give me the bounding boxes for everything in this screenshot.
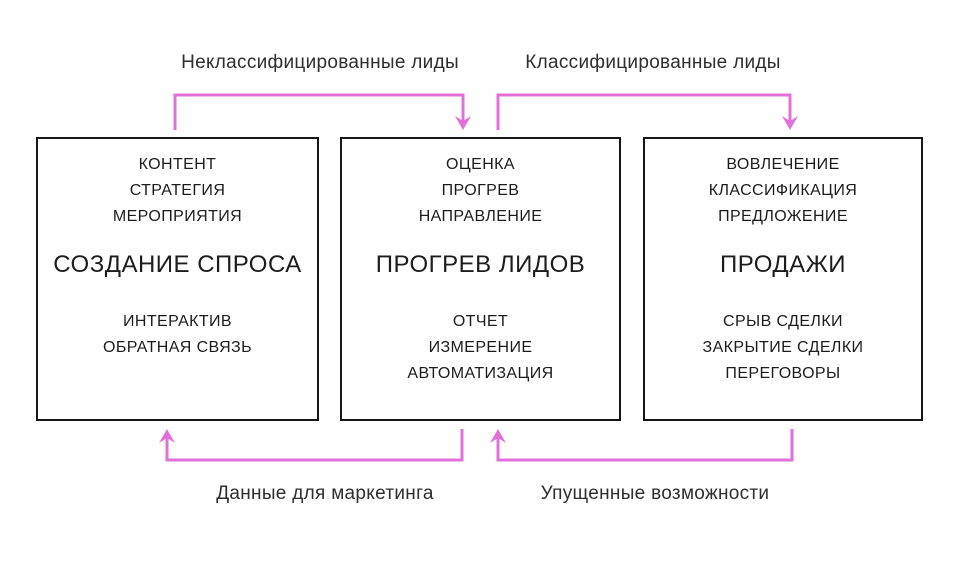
box-item: ПРОГРЕВ [441, 182, 520, 199]
box-item: СТРАТЕГИЯ [129, 182, 226, 199]
box-item: ИЗМЕРЕНИЕ [428, 339, 533, 356]
box-item: ОТЧЕТ [452, 313, 509, 330]
box-lead-nurturing: ОЦЕНКА ПРОГРЕВ НАПРАВЛЕНИЕ ПРОГРЕВ ЛИДОВ… [340, 137, 621, 421]
box-demand-generation: КОНТЕНТ СТРАТЕГИЯ МЕРОПРИЯТИЯ СОЗДАНИЕ С… [36, 137, 319, 421]
box-item: КЛАССИФИКАЦИЯ [708, 182, 858, 199]
arrowhead-up-icon [159, 429, 175, 443]
box-bottom-items: ОТЧЕТ ИЗМЕРЕНИЕ АВТОМАТИЗАЦИЯ [342, 309, 619, 387]
box-item: ПРЕДЛОЖЕНИЕ [718, 208, 848, 225]
box-bottom-items: ИНТЕРАКТИВ ОБРАТНАЯ СВЯЗЬ [38, 309, 317, 361]
arrow-marketing-data [165, 429, 464, 462]
box-item: НАПРАВЛЕНИЕ [418, 208, 543, 225]
box-sales: ВОВЛЕЧЕНИЕ КЛАССИФИКАЦИЯ ПРЕДЛОЖЕНИЕ ПРО… [643, 137, 923, 421]
arrow-classified-leads [496, 93, 792, 130]
box-item: СРЫВ СДЕЛКИ [723, 313, 843, 330]
box-item: ВОВЛЕЧЕНИЕ [726, 156, 840, 173]
box-top-items: КОНТЕНТ СТРАТЕГИЯ МЕРОПРИЯТИЯ [38, 152, 317, 230]
label-unclassified-leads: Неклассифицированные лиды [181, 52, 459, 73]
arrowhead-down-icon [782, 116, 798, 130]
label-classified-leads: Классифицированные лиды [525, 52, 781, 73]
arrow-unclassified-leads [173, 93, 465, 130]
label-marketing-data: Данные для маркетинга [216, 483, 434, 504]
arrowhead-up-icon [490, 429, 506, 443]
label-missed-opportunities: Упущенные возможности [540, 483, 770, 504]
box-bottom-items: СРЫВ СДЕЛКИ ЗАКРЫТИЕ СДЕЛКИ ПЕРЕГОВОРЫ [645, 309, 921, 387]
box-item: ОБРАТНАЯ СВЯЗЬ [103, 339, 252, 356]
box-title: ПРОГРЕВ ЛИДОВ [375, 251, 586, 278]
box-item: ИНТЕРАКТИВ [122, 313, 233, 330]
arrow-missed-opportunities [496, 429, 794, 462]
box-top-items: ОЦЕНКА ПРОГРЕВ НАПРАВЛЕНИЕ [342, 152, 619, 230]
box-item: КОНТЕНТ [138, 156, 217, 173]
arrowhead-down-icon [455, 116, 471, 130]
box-title: ПРОДАЖИ [719, 251, 847, 278]
box-item: АВТОМАТИЗАЦИЯ [407, 365, 554, 382]
box-item: ОЦЕНКА [446, 156, 515, 173]
box-item: МЕРОПРИЯТИЯ [112, 208, 243, 225]
box-item: ЗАКРЫТИЕ СДЕЛКИ [702, 339, 864, 356]
box-title: СОЗДАНИЕ СПРОСА [53, 251, 302, 278]
box-top-items: ВОВЛЕЧЕНИЕ КЛАССИФИКАЦИЯ ПРЕДЛОЖЕНИЕ [645, 152, 921, 230]
box-item: ПЕРЕГОВОРЫ [725, 365, 841, 382]
